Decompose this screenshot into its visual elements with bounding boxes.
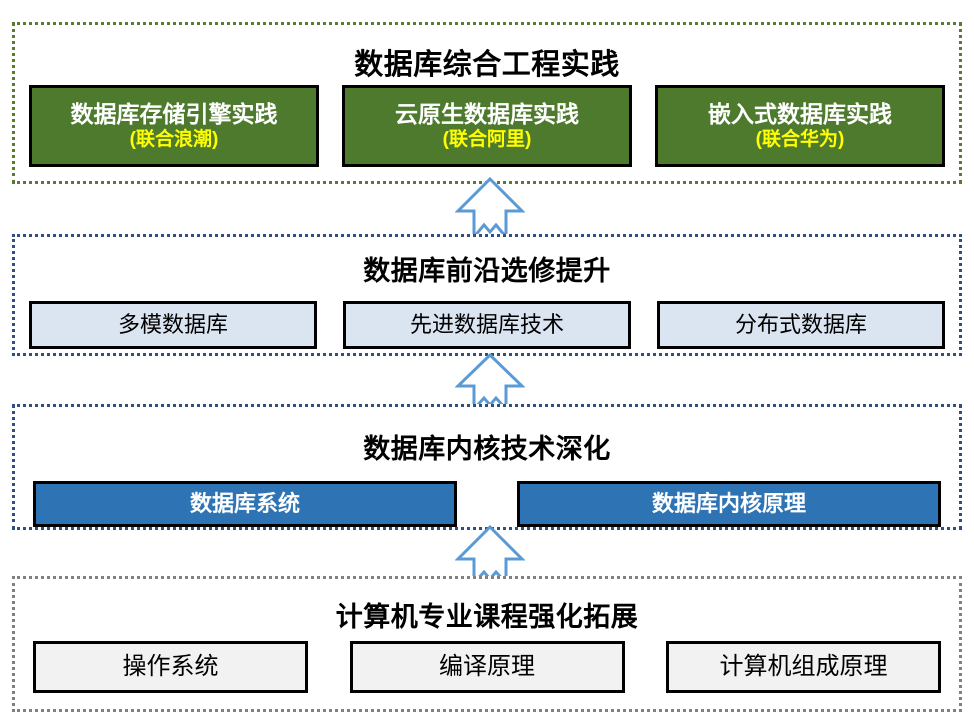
tier1-course-row: 数据库存储引擎实践 (联合浪潮) 云原生数据库实践 (联合阿里) 嵌入式数据库实… bbox=[15, 85, 959, 167]
course-title: 数据库内核原理 bbox=[651, 491, 806, 517]
tier-database-frontier-elective-enhancement: 数据库前沿选修提升 多模数据库 先进数据库技术 分布式数据库 bbox=[12, 234, 962, 356]
course-box-compiler-principles[interactable]: 编译原理 bbox=[349, 641, 625, 693]
course-title: 嵌入式数据库实践 bbox=[708, 101, 892, 128]
tier-database-kernel-technology-deepening: 数据库内核技术深化 数据库系统 数据库内核原理 bbox=[12, 404, 962, 530]
course-box-operating-system[interactable]: 操作系统 bbox=[33, 641, 308, 693]
tier3-title: 数据库内核技术深化 bbox=[363, 434, 611, 464]
up-arrow-icon-tier2-to-tier1 bbox=[455, 176, 525, 240]
course-box-database-kernel-principles[interactable]: 数据库内核原理 bbox=[517, 481, 941, 527]
course-box-embedded-database-practice[interactable]: 嵌入式数据库实践 (联合华为) bbox=[655, 85, 945, 167]
up-arrow-icon-tier3-to-tier2 bbox=[455, 352, 525, 412]
course-title: 多模数据库 bbox=[117, 312, 228, 338]
tier-cs-core-course-reinforcement: 计算机专业课程强化拓展 操作系统 编译原理 计算机组成原理 bbox=[12, 576, 962, 712]
tier4-course-row: 操作系统 编译原理 计算机组成原理 bbox=[15, 641, 959, 693]
tier2-course-row: 多模数据库 先进数据库技术 分布式数据库 bbox=[15, 301, 959, 349]
course-partner: (联合华为) bbox=[755, 128, 845, 150]
course-box-computer-organization[interactable]: 计算机组成原理 bbox=[666, 641, 941, 693]
course-title: 先进数据库技术 bbox=[409, 312, 564, 338]
tier-database-comprehensive-engineering-practice: 数据库综合工程实践 数据库存储引擎实践 (联合浪潮) 云原生数据库实践 (联合阿… bbox=[12, 22, 962, 184]
course-box-cloud-native-database-practice[interactable]: 云原生数据库实践 (联合阿里) bbox=[342, 85, 632, 167]
course-box-advanced-database-technology[interactable]: 先进数据库技术 bbox=[343, 301, 631, 349]
tier1-title: 数据库综合工程实践 bbox=[354, 49, 620, 81]
course-title: 云原生数据库实践 bbox=[395, 101, 579, 128]
tier4-title: 计算机专业课程强化拓展 bbox=[335, 602, 639, 632]
course-title: 操作系统 bbox=[122, 653, 219, 681]
course-title: 数据库系统 bbox=[189, 491, 300, 517]
tier2-title: 数据库前沿选修提升 bbox=[363, 256, 611, 286]
course-box-distributed-database[interactable]: 分布式数据库 bbox=[657, 301, 945, 349]
course-box-multi-model-database[interactable]: 多模数据库 bbox=[29, 301, 317, 349]
course-box-database-system[interactable]: 数据库系统 bbox=[33, 481, 457, 527]
course-title: 数据库存储引擎实践 bbox=[70, 101, 278, 128]
course-partner: (联合浪潮) bbox=[129, 128, 219, 150]
course-box-database-storage-engine-practice[interactable]: 数据库存储引擎实践 (联合浪潮) bbox=[29, 85, 319, 167]
course-title: 分布式数据库 bbox=[734, 312, 867, 338]
tier3-course-row: 数据库系统 数据库内核原理 bbox=[15, 481, 959, 527]
course-title: 计算机组成原理 bbox=[719, 653, 888, 681]
course-partner: (联合阿里) bbox=[442, 128, 532, 150]
course-title: 编译原理 bbox=[439, 653, 535, 681]
